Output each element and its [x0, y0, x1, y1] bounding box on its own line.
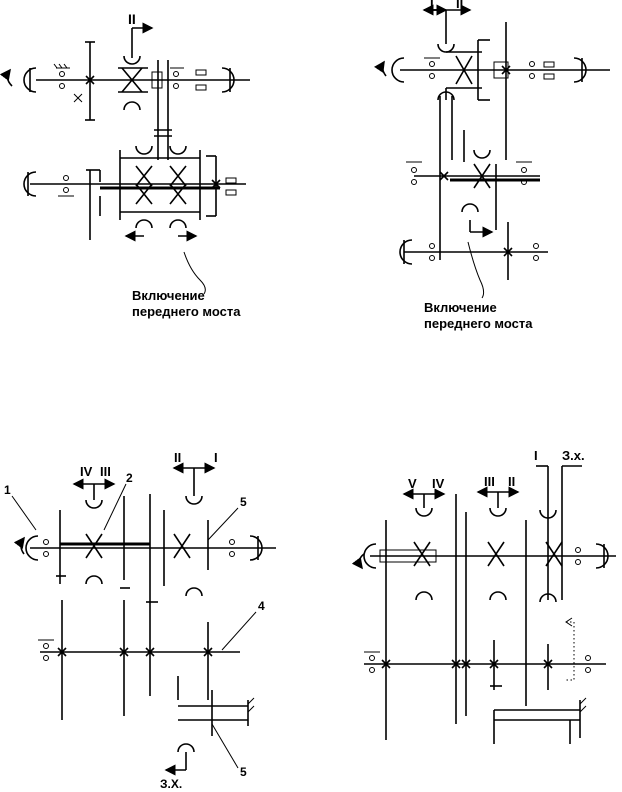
shift-fork	[185, 587, 203, 597]
shift-fork	[169, 145, 187, 155]
leader-line	[207, 507, 239, 541]
callout-1: 1	[4, 483, 11, 497]
shift-label-ii: II	[128, 11, 136, 27]
rear-flange	[23, 171, 37, 197]
caption-line-2: переднего моста	[424, 316, 533, 331]
shift-fork	[85, 575, 103, 585]
reverse-label: З.Х.	[160, 777, 182, 791]
shift-label-iii: III	[484, 474, 495, 489]
shift-fork	[185, 495, 203, 505]
leader-line	[467, 241, 485, 299]
synchronizer-clutch	[413, 541, 431, 567]
leader-line	[103, 483, 127, 531]
shift-label-iv: IV	[432, 476, 445, 491]
synchronizer-clutch	[85, 533, 103, 559]
callout-5-bottom: 5	[240, 765, 247, 779]
rear-flange	[399, 239, 413, 265]
shift-fork	[123, 55, 141, 65]
shift-fork	[415, 591, 433, 601]
shift-fork	[177, 743, 195, 753]
scheme-transfer-case-2: I II	[374, 0, 610, 331]
input-flange	[363, 543, 377, 569]
bearing-roller	[195, 69, 207, 76]
rotation-arrow	[13, 536, 25, 555]
scheme-transfer-case-1: II	[0, 11, 250, 319]
output-flange	[573, 57, 587, 83]
leader-line	[183, 251, 206, 295]
shift-fork	[489, 591, 507, 601]
reverse-shift-path	[566, 621, 575, 681]
scheme-gearbox-5-speed: V IV III II I З.х.	[351, 448, 616, 744]
synchronizer-clutch	[173, 533, 191, 559]
shift-label-i: I	[430, 0, 434, 11]
rotation-arrow	[374, 60, 387, 77]
output-flange	[221, 67, 235, 93]
shift-fork	[123, 101, 141, 111]
rotation-arrow	[0, 68, 13, 87]
shift-label-ii: II	[174, 450, 181, 465]
hub	[493, 61, 509, 79]
input-flange	[23, 67, 37, 93]
shift-label-iv: IV	[80, 464, 93, 479]
shift-label-iii: III	[100, 464, 111, 479]
leader-line	[11, 495, 37, 531]
input-flange	[25, 535, 39, 561]
shift-fork	[437, 43, 455, 53]
caption-line-2: переднего моста	[132, 304, 241, 319]
callout-2: 2	[126, 471, 133, 485]
synchronizer-clutch	[455, 55, 473, 85]
scheme-gearbox-4-speed: IV III II I 1 2 5 4	[4, 450, 276, 791]
shift-label-ii: II	[508, 474, 515, 489]
bearing-roller	[195, 84, 207, 91]
synchronizer-clutch	[473, 163, 491, 189]
shift-fork	[539, 593, 557, 603]
shift-fork	[135, 219, 153, 229]
synchronizer-clutch	[487, 541, 505, 567]
bearing	[170, 67, 184, 89]
shift-label-i: I	[534, 448, 538, 463]
shift-fork	[415, 507, 433, 517]
shift-label-i: I	[214, 450, 218, 465]
callout-5-top: 5	[240, 495, 247, 509]
shift-fork	[85, 499, 103, 509]
shift-fork	[489, 507, 507, 517]
shift-fork	[461, 203, 479, 213]
output-flange	[595, 543, 609, 569]
leader-line	[221, 611, 257, 651]
shift-fork	[473, 149, 491, 159]
callout-4: 4	[258, 599, 265, 613]
shift-label-v: V	[408, 476, 417, 491]
output-flange	[249, 535, 263, 561]
synchronizer-clutch	[118, 67, 163, 93]
shift-label-ii: II	[456, 0, 463, 11]
input-flange	[391, 57, 405, 83]
bearing	[58, 175, 74, 197]
caption-line-1: Включение	[424, 300, 497, 315]
bearing	[53, 63, 70, 89]
shift-fork	[135, 145, 153, 155]
shift-fork	[169, 219, 187, 229]
synchronizer-clutch	[119, 150, 201, 220]
caption-line-1: Включение	[132, 288, 205, 303]
leader-line	[211, 723, 239, 769]
reverse-label: З.х.	[562, 448, 585, 463]
rotation-arrow	[351, 553, 365, 570]
